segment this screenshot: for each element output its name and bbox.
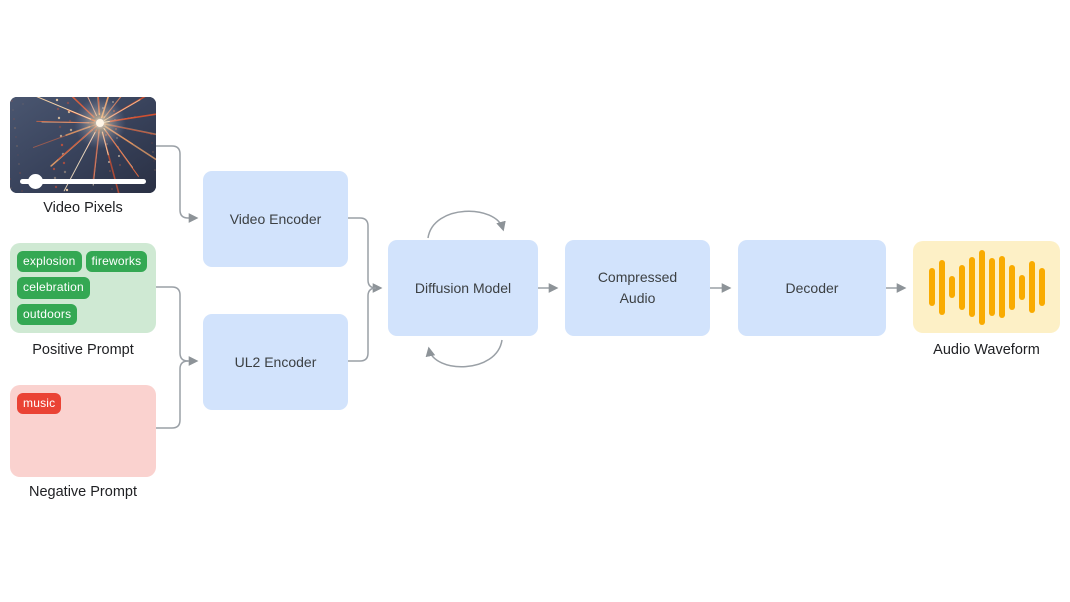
diffusion-loop-top-arc [427, 210, 506, 239]
waveform-bar [948, 276, 955, 298]
node-diffusion-model: Diffusion Model [388, 240, 538, 336]
waveform-bar [1038, 268, 1045, 306]
waveform-bar [968, 257, 975, 317]
positive-prompt-tag: fireworks [85, 251, 148, 273]
node-ul2-encoder-label: UL2 Encoder [234, 353, 317, 370]
node-video-encoder-label: Video Encoder [229, 210, 322, 227]
negative-prompt-tag: music [17, 393, 62, 415]
node-compressed-audio-label: Compressed Audio [597, 269, 678, 306]
node-compressed-audio: Compressed Audio [565, 240, 710, 336]
video-player-thumbnail [10, 97, 156, 193]
audio-waveform-icon [928, 249, 1045, 325]
fireworks-video-frame [10, 97, 156, 193]
waveform-bar [1028, 261, 1035, 313]
negative-prompt-caption: Negative Prompt [29, 484, 137, 500]
waveform-bar [938, 259, 945, 315]
waveform-bar [928, 268, 935, 306]
node-video-encoder: Video Encoder [203, 171, 348, 267]
waveform-bar [978, 249, 985, 325]
video-progress-knob[interactable] [28, 174, 43, 189]
audio-waveform-box [913, 241, 1060, 333]
diffusion-loop-bottom-arc [425, 339, 503, 368]
video-progress-bar[interactable] [20, 179, 146, 184]
positive-prompt-caption: Positive Prompt [32, 342, 134, 358]
positive-prompt-tag: explosion [17, 251, 82, 273]
arrow-ul2-encoder-to-diffusion [348, 287, 377, 362]
arrow-positive-prompt-to-ul2 [156, 286, 199, 366]
waveform-bar [988, 258, 995, 316]
node-decoder-label: Decoder [785, 279, 839, 296]
waveform-bar [998, 256, 1005, 318]
negative-prompt-box: music [10, 385, 156, 477]
waveform-bar [1008, 264, 1015, 310]
video-pixels-caption: Video Pixels [43, 200, 123, 216]
waveform-bar [1018, 274, 1025, 300]
arrow-negative-prompt-to-ul2 [156, 360, 189, 429]
positive-prompt-tag: celebration [17, 277, 90, 299]
waveform-bar [958, 264, 965, 310]
arrow-video-encoder-to-diffusion [348, 217, 383, 293]
node-ul2-encoder: UL2 Encoder [203, 314, 348, 410]
node-decoder: Decoder [738, 240, 886, 336]
audio-waveform-caption: Audio Waveform [933, 342, 1040, 358]
node-diffusion-model-label: Diffusion Model [414, 279, 512, 296]
arrow-video-to-video-encoder [156, 145, 199, 223]
positive-prompt-tag: outdoors [17, 303, 78, 326]
